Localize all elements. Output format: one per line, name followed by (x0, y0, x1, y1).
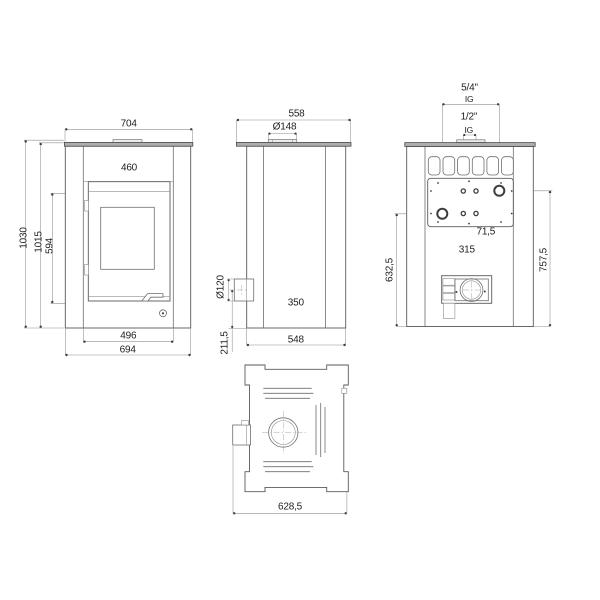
dim-side-inner-base-depth: 350 (287, 297, 304, 309)
label-small-fitting-thread: IG (464, 124, 474, 135)
dim-front-door-width: 460 (120, 162, 138, 174)
fitting-54-lower (436, 207, 449, 220)
front-door (87, 181, 171, 302)
rear-outlet-stub (233, 278, 255, 302)
brand-logo-icon (159, 309, 167, 318)
dim-rear-upper-fitting-height: 757,5 (538, 247, 550, 273)
dim-front-door-height: 594 (44, 237, 56, 255)
dim-front-body-height: 1015 (33, 231, 44, 253)
top-grille-lines (263, 387, 326, 473)
side-view (227, 118, 352, 352)
front-view (24, 128, 194, 357)
dim-rear-small-offset: 71,5 (476, 226, 496, 238)
dim-front-top-width: 704 (120, 118, 137, 129)
rear-view (394, 103, 553, 327)
dim-rear-lower-fitting-height: 632,5 (384, 257, 395, 283)
dim-top-total-depth: 628,5 (277, 501, 303, 513)
label-large-fitting-thread: IG (464, 94, 474, 104)
fitting-12 (460, 188, 467, 194)
door-glass (100, 206, 155, 270)
door-hinge-bottom (84, 264, 89, 276)
dim-side-flue-diameter: Ø148 (272, 121, 297, 133)
fitting-12 (473, 188, 479, 194)
boiler-panel (427, 177, 514, 228)
rear-top-plate (404, 142, 536, 147)
top-view (232, 364, 349, 515)
dim-side-top-depth: 558 (288, 108, 305, 119)
label-small-fitting: 1/2" (460, 111, 478, 123)
dim-side-outlet-height: 211,5 (219, 330, 231, 355)
dim-front-inner-base-width: 496 (120, 330, 137, 342)
dim-front-base-width: 694 (119, 344, 136, 356)
label-large-fitting: 5/4" (461, 82, 478, 94)
door-handle (140, 293, 164, 302)
side-top-plate (235, 141, 352, 147)
dim-side-outlet-diameter: Ø120 (215, 274, 227, 299)
dim-side-base-depth: 548 (287, 334, 304, 346)
dim-front-total-height: 1030 (18, 227, 29, 249)
top-outline (244, 364, 349, 493)
panel-screws (430, 180, 513, 225)
vent-slots (427, 156, 514, 176)
door-hinge-top (84, 200, 89, 212)
fitting-12 (460, 210, 467, 217)
fitting-54-upper (493, 184, 506, 197)
front-top-plate (64, 141, 194, 147)
fitting-12 (473, 210, 479, 217)
dim-rear-fitting-spacing: 315 (458, 244, 475, 256)
rear-flue-box (441, 275, 493, 319)
